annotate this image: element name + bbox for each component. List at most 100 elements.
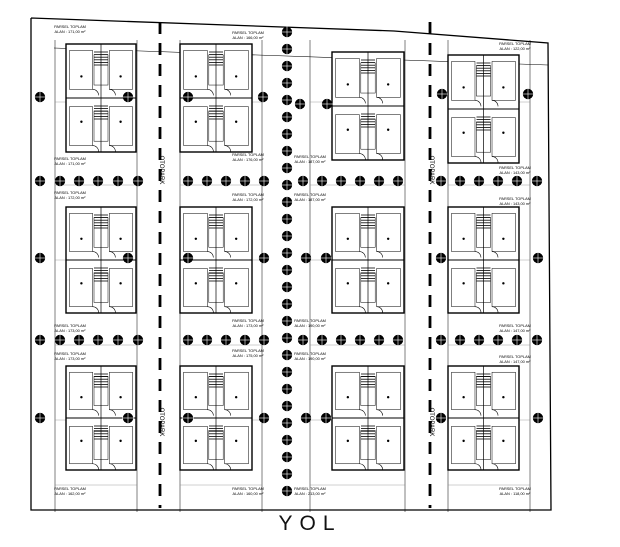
door-swing [474, 409, 482, 416]
door-swing [109, 409, 116, 416]
tree-symbol [201, 175, 213, 187]
fixture-dot [502, 131, 505, 134]
tree-symbol [531, 334, 543, 346]
tree-symbol [532, 252, 544, 264]
fixture-dot [462, 237, 465, 240]
building-block [447, 54, 520, 164]
fixture-dot [386, 282, 390, 285]
tree-symbol [522, 88, 534, 100]
door-swing [491, 251, 499, 258]
tree-symbol [281, 434, 293, 446]
room-outline [360, 272, 376, 303]
building-block [179, 365, 253, 471]
fixture-dot [234, 120, 238, 123]
door-swing [109, 89, 116, 96]
tree-symbol [182, 91, 194, 103]
door-swing [207, 89, 214, 96]
tree-symbol [281, 468, 293, 480]
door-swing [376, 153, 383, 160]
tree-symbol [122, 252, 134, 264]
tree-symbol [300, 252, 312, 264]
door-swing [376, 409, 383, 416]
parcel-area: ALAN : 176,00 m² [233, 157, 265, 162]
fixture-dot [194, 237, 198, 240]
tree-symbol [73, 175, 85, 187]
fixture-dot [502, 282, 505, 285]
fixture-dot [194, 396, 198, 399]
tree-symbol [354, 334, 366, 346]
door-swing [224, 306, 231, 313]
door-swing [376, 251, 383, 258]
parcel-area: ALAN : 187,00 m² [295, 159, 327, 164]
fixture-dot [462, 86, 465, 89]
parcel-label: PARSEL TOPLAM [232, 30, 264, 35]
door-swing [359, 409, 366, 416]
building-block [331, 365, 405, 471]
tree-symbol [92, 334, 104, 346]
tree-symbol [281, 162, 293, 174]
building-block [447, 206, 520, 314]
door-swing [109, 463, 116, 470]
tree-symbol [281, 315, 293, 327]
door-swing [491, 156, 499, 163]
door-swing [224, 463, 231, 470]
tree-symbol [281, 298, 293, 310]
room-outline [451, 213, 476, 252]
fixture-dot [346, 237, 350, 240]
tree-symbol [532, 412, 544, 424]
room-outline [109, 371, 133, 410]
tree-symbol [112, 175, 124, 187]
room-outline [109, 213, 133, 252]
door-swing [92, 251, 99, 258]
parcel-label: PARSEL TOPLAM [499, 41, 531, 46]
room-outline [491, 117, 516, 157]
room-outline [451, 117, 476, 157]
fixture-dot [119, 237, 122, 240]
tree-symbol [220, 334, 232, 346]
fixture-dot [80, 282, 83, 285]
road-label: YOL [278, 512, 342, 535]
tree-symbol [392, 334, 404, 346]
tree-symbol [34, 412, 46, 424]
tree-symbol [321, 98, 333, 110]
tree-symbol [281, 264, 293, 276]
room-outline [183, 50, 208, 90]
site-boundary-line [30, 17, 552, 511]
door-swing [224, 251, 231, 258]
parcel-label: PARSEL TOPLAM [54, 156, 86, 161]
parcel-label: PARSEL TOPLAM [499, 165, 531, 170]
door-swing [92, 306, 99, 313]
room-outline [69, 106, 93, 146]
room-outline [376, 426, 401, 465]
parcel-label: PARSEL TOPLAM [294, 318, 326, 323]
tree-symbol [281, 77, 293, 89]
tree-symbol [354, 175, 366, 187]
tree-symbol [281, 94, 293, 106]
fixture-dot [119, 282, 122, 285]
room-outline [451, 371, 476, 410]
room-outline [376, 213, 401, 252]
door-swing [92, 409, 99, 416]
tree-symbol [492, 334, 504, 346]
tree-symbol [257, 91, 269, 103]
parcel-label: PARSEL TOPLAM [294, 351, 326, 356]
parcel-area: ALAN : 173,00 m² [55, 356, 87, 361]
room-outline [335, 58, 360, 98]
door-swing [376, 306, 383, 313]
fixture-dot [502, 237, 505, 240]
tree-symbol [392, 175, 404, 187]
door-swing [376, 463, 383, 470]
tree-symbol [435, 334, 447, 346]
room-outline [69, 50, 93, 90]
room-outline [69, 371, 93, 410]
tree-symbol [281, 196, 293, 208]
fixture-dot [502, 396, 505, 399]
tree-symbol [239, 175, 251, 187]
fixture-dot [346, 128, 350, 131]
tree-symbol [281, 281, 293, 293]
parcel-label: PARSEL TOPLAM [54, 351, 86, 356]
tree-symbol [92, 175, 104, 187]
fixture-dot [80, 237, 83, 240]
tree-symbol [511, 175, 523, 187]
tree-symbol [34, 252, 46, 264]
